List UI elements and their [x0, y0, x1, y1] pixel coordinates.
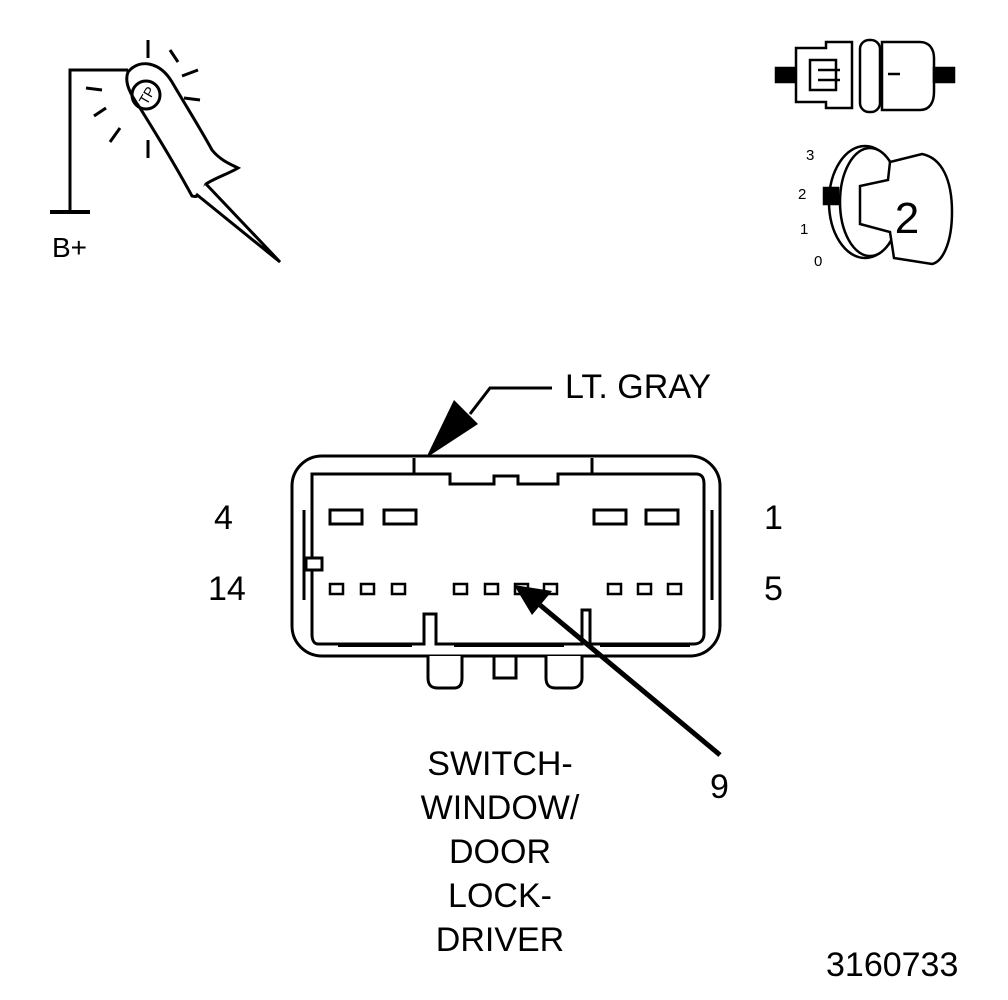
test-light-probe-icon: TP	[50, 40, 282, 264]
pin-9-pointer-arrow	[514, 585, 722, 757]
connector-title: SWITCH- WINDOW/ DOOR LOCK- DRIVER	[380, 742, 620, 962]
ignition-position-2: 2	[798, 186, 807, 203]
ignition-position-1: 1	[800, 221, 809, 238]
ignition-position-3: 3	[806, 147, 815, 164]
supply-label: B+	[52, 232, 88, 263]
pin-label-5: 5	[764, 570, 783, 608]
title-line: SWITCH-	[427, 745, 573, 783]
figure-number: 3160733	[826, 946, 959, 984]
color-callout-arrow	[426, 386, 552, 458]
connector-face	[290, 454, 722, 690]
title-line: DRIVER	[435, 921, 565, 959]
disconnected-connector-icon	[774, 38, 956, 114]
title-line: WINDOW/	[420, 789, 580, 827]
pin-label-9: 9	[710, 768, 729, 806]
ignition-position-0: 0	[814, 253, 823, 270]
svg-text:TP: TP	[135, 84, 158, 107]
ignition-key-icon: 2	[822, 144, 954, 266]
title-line: DOOR	[449, 833, 551, 871]
connector-color-label: LT. GRAY	[565, 368, 712, 406]
pin-label-1: 1	[764, 499, 783, 537]
key-number: 2	[895, 194, 919, 243]
title-line: LOCK-	[448, 877, 552, 915]
pin-label-4: 4	[214, 499, 233, 537]
pin-label-14: 14	[208, 570, 246, 608]
